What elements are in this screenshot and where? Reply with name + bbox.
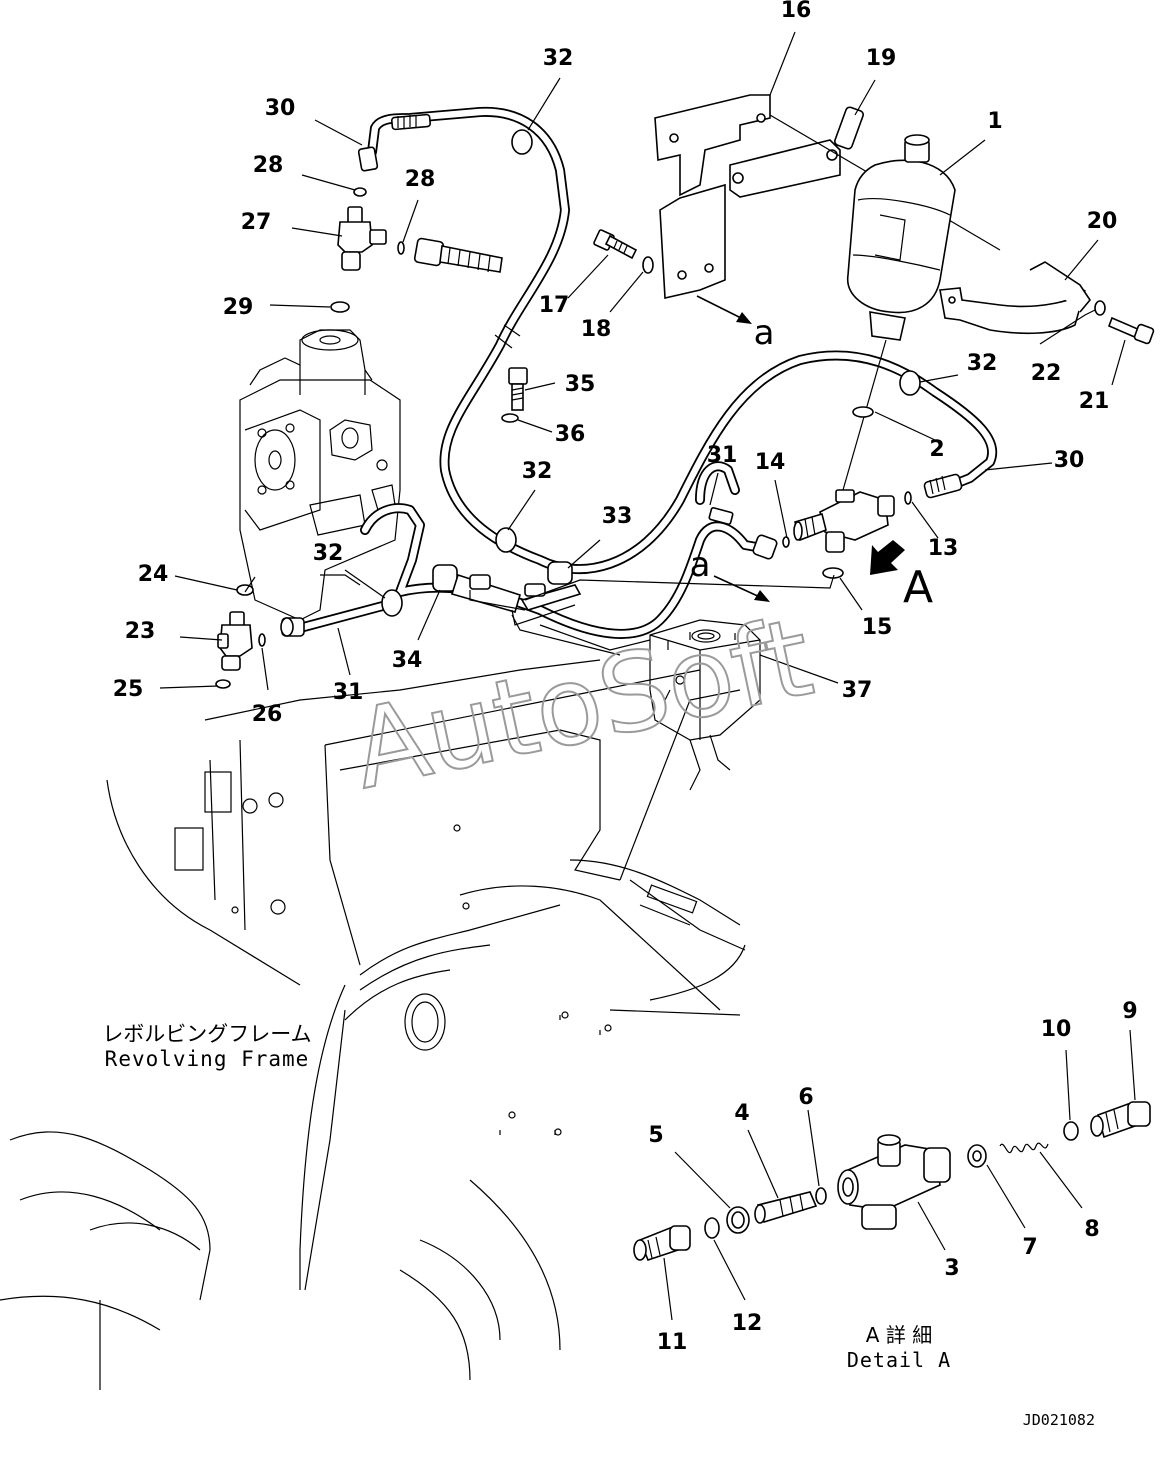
callout: 1 [987,109,1002,134]
tee-23 [217,611,253,671]
callout: 3 [944,1256,959,1281]
callout: 18 [581,317,612,342]
callout: 14 [755,450,786,475]
callout: 12 [732,1311,763,1336]
bolt-35 [508,367,528,411]
callout: 36 [555,422,586,447]
leader-lines [159,31,1136,1321]
callout: 31 [333,680,364,705]
callout: 32 [313,541,344,566]
callout: 28 [253,153,284,178]
view-arrow-icon [870,540,905,575]
ref-marker-a-mid: a [690,545,711,585]
callout: 32 [967,351,998,376]
callout: 34 [392,648,423,673]
callout: 22 [1031,361,1062,386]
ref-arrows [511,295,835,656]
connector-bolt [413,237,503,273]
callout: 11 [657,1330,688,1355]
revolving-frame-label-jp: レボルビングフレーム [102,1022,311,1046]
accumulator-1 [842,134,956,491]
oring-29 [330,301,350,313]
revolving-frame-label-en: Revolving Frame [105,1047,310,1071]
callout: 17 [539,293,570,318]
callout: 32 [543,46,574,71]
callout: 7 [1022,1235,1037,1260]
oring-25 [215,679,231,689]
callout: 9 [1122,999,1137,1024]
view-marker-a: A [903,562,933,613]
callout: 6 [798,1085,813,1110]
tube-fittings [280,113,963,637]
drawing-code: JD021082 [1023,1411,1095,1429]
callout: 29 [223,295,254,320]
callout: 15 [862,615,893,640]
callout: 24 [138,562,169,587]
callout: 4 [734,1101,749,1126]
callout: 21 [1079,389,1110,414]
bolt-17 [593,229,638,260]
callout: 30 [1054,448,1085,473]
callout: 35 [565,372,596,397]
callout: 27 [241,210,272,235]
callout: 13 [928,536,959,561]
oring-28-b [397,241,405,255]
callout: 33 [602,504,633,529]
leader-24-extra [244,576,256,593]
ref-marker-a-top: a [754,313,775,353]
band-20 [939,261,1091,335]
callout: 32 [522,459,553,484]
callout: 5 [648,1123,663,1148]
callout: 20 [1087,209,1118,234]
callout: 26 [252,702,283,727]
callout: 19 [866,46,897,71]
callout: 23 [125,619,156,644]
oring-24 [236,584,254,596]
callout: 10 [1041,1017,1072,1042]
valve-3-assembled [793,489,895,553]
oring-28-a [353,187,367,197]
detail-a-exploded [633,1101,1151,1261]
callout: 16 [781,0,812,23]
oring-2 [852,406,874,418]
callout: 25 [113,677,144,702]
oring-14 [782,536,790,548]
callout: 2 [929,437,944,462]
callout-labels: 1 2 3 4 5 6 7 8 9 10 11 12 13 14 15 16 1… [113,0,1138,1355]
bolt-21 [1107,316,1155,345]
manifold-block-37 [649,619,761,791]
washer-18 [642,256,654,274]
callout: 30 [265,96,296,121]
bracket-16 [654,94,771,299]
tee-27 [337,206,387,271]
callout: 37 [842,678,873,703]
detail-a-label-en: Detail A [847,1348,951,1372]
washer-22 [1094,300,1106,316]
valve-block [239,329,401,621]
oring-13 [904,491,912,505]
oring-26 [258,633,266,647]
callout: 31 [707,443,738,468]
callout: 8 [1084,1217,1099,1242]
washer-36 [501,413,519,423]
detail-a-label-jp: A 詳 細 [866,1323,932,1347]
revolving-frame-outline [0,659,746,1390]
callout: 28 [405,167,436,192]
